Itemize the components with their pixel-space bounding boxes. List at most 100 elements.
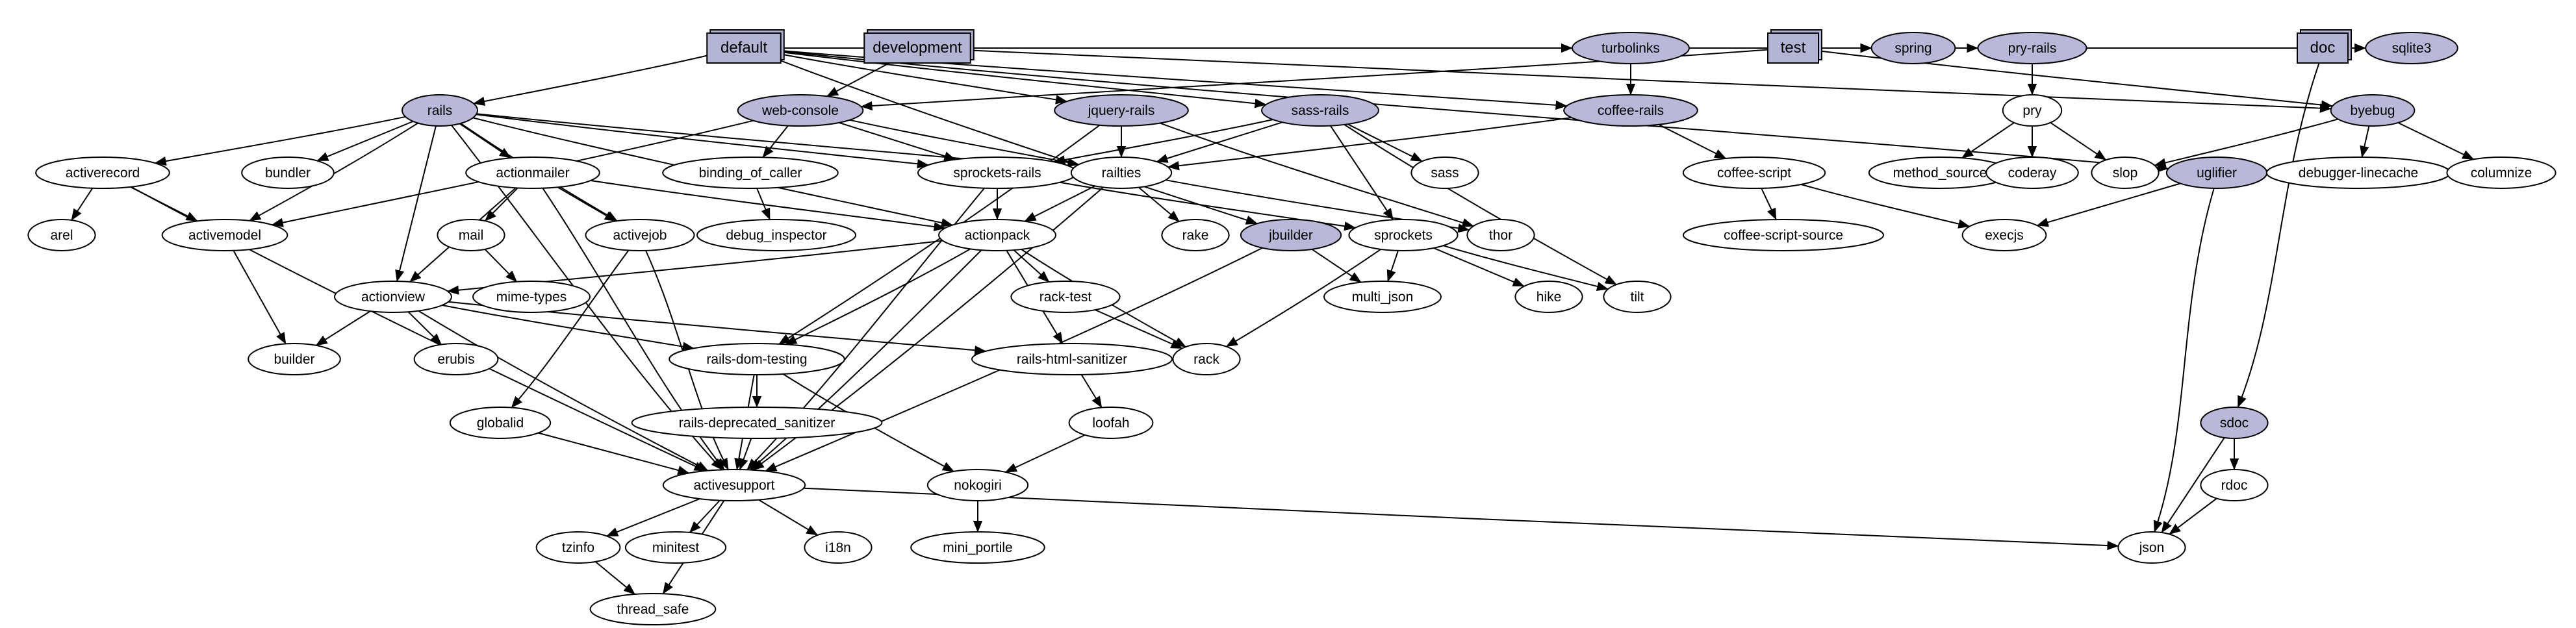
node-ellipse: [1010, 281, 1121, 313]
node-label: doc: [2310, 39, 2336, 57]
node-ellipse: [669, 343, 845, 375]
edge-sass-rails-to-railties: [1156, 121, 1282, 163]
node-label: activejob: [613, 228, 667, 243]
edge-byebug-to-slop: [2154, 118, 2338, 168]
node-ellipse: [437, 219, 505, 251]
group-box: [2297, 32, 2349, 64]
node-ellipse: [1603, 281, 1672, 313]
node-ellipse: [804, 531, 873, 564]
gem-node-nokogiri: nokogiri: [926, 469, 1029, 501]
gem-node-sdoc: sdoc: [2200, 407, 2269, 439]
node-ellipse: [1261, 94, 1379, 127]
node-ellipse: [334, 281, 452, 313]
node-label: i18n: [825, 540, 851, 555]
node-ellipse: [696, 219, 856, 251]
group-node-test: test: [1767, 29, 1822, 64]
edge-loofah-to-nokogiri: [1004, 434, 1086, 473]
edge-activesupport-to-tzinfo: [606, 498, 700, 537]
node-ellipse: [2091, 157, 2160, 189]
gem-node-pry-rails: pry-rails: [1977, 32, 2087, 64]
edge-coffee-rails-to-railties: [1167, 117, 1572, 171]
node-ellipse: [27, 219, 96, 251]
edge-rdoc-to-json: [2169, 497, 2217, 535]
node-label: mail: [459, 228, 484, 243]
edge-sass-rails-to-sprockets-rails: [1053, 119, 1273, 165]
node-label: rails-deprecated_sanitizer: [679, 416, 835, 431]
node-label: sqlite3: [2392, 41, 2432, 56]
node-ellipse: [1870, 32, 1956, 64]
gem-node-slop: slop: [2091, 157, 2160, 189]
node-label: pry-rails: [2008, 41, 2057, 56]
node-label: thread_safe: [617, 602, 689, 617]
gem-node-web-console: web-console: [737, 94, 864, 127]
gem-node-sass-rails: sass-rails: [1261, 94, 1379, 127]
node-ellipse: [1070, 157, 1173, 189]
node-ellipse: [1977, 32, 2087, 64]
edge-actionpack-to-rack-test: [1013, 249, 1050, 283]
node-label: jquery-rails: [1088, 103, 1155, 118]
gem-node-activerecord: activerecord: [35, 157, 170, 189]
edge-coffee-script-to-execjs: [1800, 184, 1970, 229]
node-ellipse: [585, 219, 695, 251]
node-label: default: [721, 39, 767, 57]
gem-node-uglifier: uglifier: [2165, 157, 2268, 189]
gem-node-sqlite3: sqlite3: [2365, 32, 2458, 64]
node-label: rails-html-sanitizer: [1017, 352, 1127, 367]
node-label: spring: [1894, 41, 1932, 56]
gem-node-columnize: columnize: [2446, 157, 2557, 189]
node-ellipse: [1240, 219, 1342, 251]
gem-node-method-source: method_source: [1868, 157, 2012, 189]
node-ellipse: [413, 343, 499, 375]
node-ellipse: [161, 219, 288, 251]
node-ellipse: [1563, 94, 1698, 127]
edge-default-to-uglifier: [780, 50, 2169, 173]
gem-node-debug-inspector: debug_inspector: [696, 219, 856, 251]
node-ellipse: [2200, 469, 2269, 501]
edge-actionview-to-rails-dom-testing: [442, 305, 695, 351]
gem-node-sass: sass: [1410, 157, 1479, 189]
gem-node-tilt: tilt: [1603, 281, 1672, 313]
node-ellipse: [926, 469, 1029, 501]
edge-activemodel-to-builder: [233, 250, 287, 345]
edge-pry-to-slop: [2050, 121, 2107, 161]
edge-rails-to-activerecord: [154, 116, 406, 166]
node-label: json: [2139, 540, 2165, 555]
node-ellipse: [1683, 219, 1884, 251]
node-ellipse: [1572, 32, 1690, 64]
gem-node-loofah: loofah: [1068, 407, 1154, 439]
node-label: arel: [50, 228, 73, 243]
node-label: actionmailer: [496, 166, 569, 181]
gem-node-builder: builder: [248, 343, 341, 375]
edge-actionview-to-builder: [315, 310, 371, 346]
gem-node-sprockets-rails: sprockets-rails: [917, 157, 1077, 189]
node-label: mime-types: [496, 290, 567, 305]
gem-node-jbuilder: jbuilder: [1240, 219, 1342, 251]
node-label: activemodel: [188, 228, 261, 243]
node-label: binding_of_caller: [699, 166, 802, 181]
edge-actionmailer-to-actionpack: [590, 180, 946, 232]
node-ellipse: [662, 157, 839, 189]
gem-node-coderay: coderay: [1985, 157, 2079, 189]
node-label: rake: [1182, 228, 1209, 243]
node-label: method_source: [1893, 166, 1987, 181]
node-label: development: [873, 39, 962, 57]
node-label: minitest: [652, 540, 700, 555]
gem-node-multi-json: multi_json: [1323, 281, 1442, 313]
edge-railties-to-rake: [1138, 186, 1180, 222]
edge-actionmailer-to-mail: [484, 187, 518, 221]
node-label: tilt: [1631, 290, 1644, 305]
edge-actionmailer-to-activejob: [557, 186, 617, 222]
node-ellipse: [472, 281, 591, 313]
edge-pry-to-method-source: [1961, 122, 2015, 159]
gem-node-byebug: byebug: [2330, 94, 2416, 127]
node-label: execjs: [1985, 228, 2024, 243]
group-box: [1767, 32, 1819, 64]
gem-node-bundler: bundler: [241, 157, 335, 189]
group-node-doc: doc: [2297, 29, 2352, 64]
edge-rack-test-to-rack: [1095, 309, 1183, 349]
node-label: activesupport: [694, 478, 775, 493]
node-label: sass: [1431, 166, 1459, 181]
group-box: [863, 32, 971, 64]
gem-node-coffee-rails: coffee-rails: [1563, 94, 1698, 127]
